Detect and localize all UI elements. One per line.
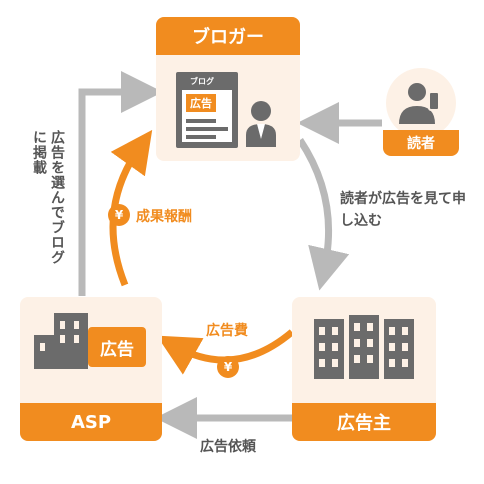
blogger-person-icon (246, 101, 276, 147)
blog-page-icon: ブログ 広告 (176, 72, 238, 148)
label-reward: 成果報酬 (136, 209, 192, 225)
blogger-card: ブロガー ブログ 広告 (156, 17, 300, 161)
blog-ad-badge: 広告 (186, 94, 216, 112)
reader-avatar (386, 68, 456, 138)
advertiser-card: 広告主 (292, 297, 436, 441)
reward-yen-coin: ¥ (108, 204, 130, 226)
blogger-title: ブロガー (156, 17, 300, 55)
reader-phone-person-icon (399, 83, 440, 124)
office-buildings-icon (314, 315, 414, 379)
label-ad-request: 広告依頼 (200, 439, 256, 455)
asp-ad-badge: 広告 (88, 327, 146, 367)
building-icon (34, 313, 88, 369)
reader-label: 読者 (383, 130, 459, 156)
label-asp-to-blogger: 広告を選んでブログに掲載 (31, 130, 65, 265)
label-reader-apply: 読者が広告を見て申し込む (340, 191, 466, 229)
asp-title: ASP (20, 403, 162, 441)
label-ad-fee: 広告費 (206, 323, 248, 339)
asp-card: 広告 ASP (20, 297, 162, 441)
arrow-asp-to-blogger (78, 71, 163, 296)
advertiser-title: 広告主 (292, 403, 436, 441)
reader-node: 読者 (383, 68, 459, 158)
arrow-blogger-to-advertiser (297, 138, 350, 291)
ad-fee-yen-coin: ¥ (217, 356, 239, 378)
blog-page-header: ブログ (190, 77, 214, 86)
